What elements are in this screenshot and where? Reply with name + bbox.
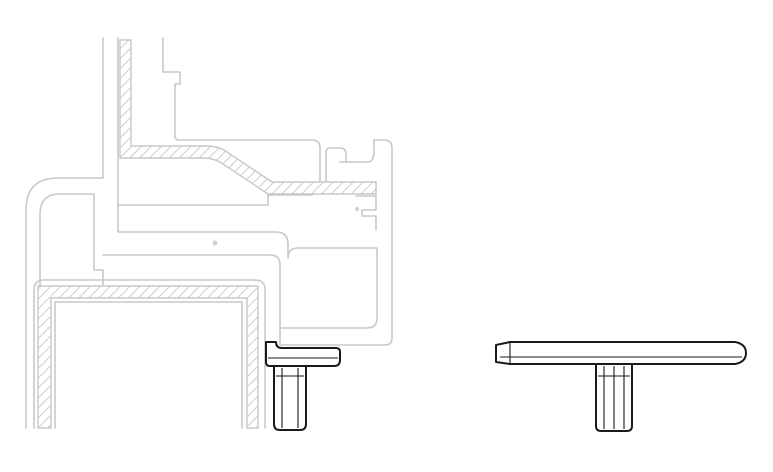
end-cap-side-flange bbox=[265, 341, 341, 367]
screw-hole-1 bbox=[212, 240, 218, 246]
end-cap-front-flange bbox=[495, 341, 747, 365]
end-cap-front-stem bbox=[595, 363, 633, 432]
frame-outer-outline bbox=[25, 37, 104, 429]
tube-wall-hatch bbox=[37, 285, 259, 429]
screw-hole-2 bbox=[355, 207, 359, 211]
frame-right-outline bbox=[102, 139, 393, 346]
profile-wall-hatch bbox=[119, 39, 377, 195]
end-cap-side-peg bbox=[273, 365, 307, 431]
frame-inner-outline bbox=[117, 37, 378, 329]
end-cap-side-view bbox=[265, 341, 341, 431]
tube-outer bbox=[33, 279, 266, 429]
mullion-outline bbox=[162, 37, 347, 189]
glazing-channel bbox=[355, 195, 377, 231]
end-cap-front-view bbox=[495, 341, 747, 432]
frame-step-outline bbox=[117, 194, 313, 206]
window-profile-section bbox=[25, 37, 393, 429]
rectangular-tube-section bbox=[33, 279, 266, 429]
